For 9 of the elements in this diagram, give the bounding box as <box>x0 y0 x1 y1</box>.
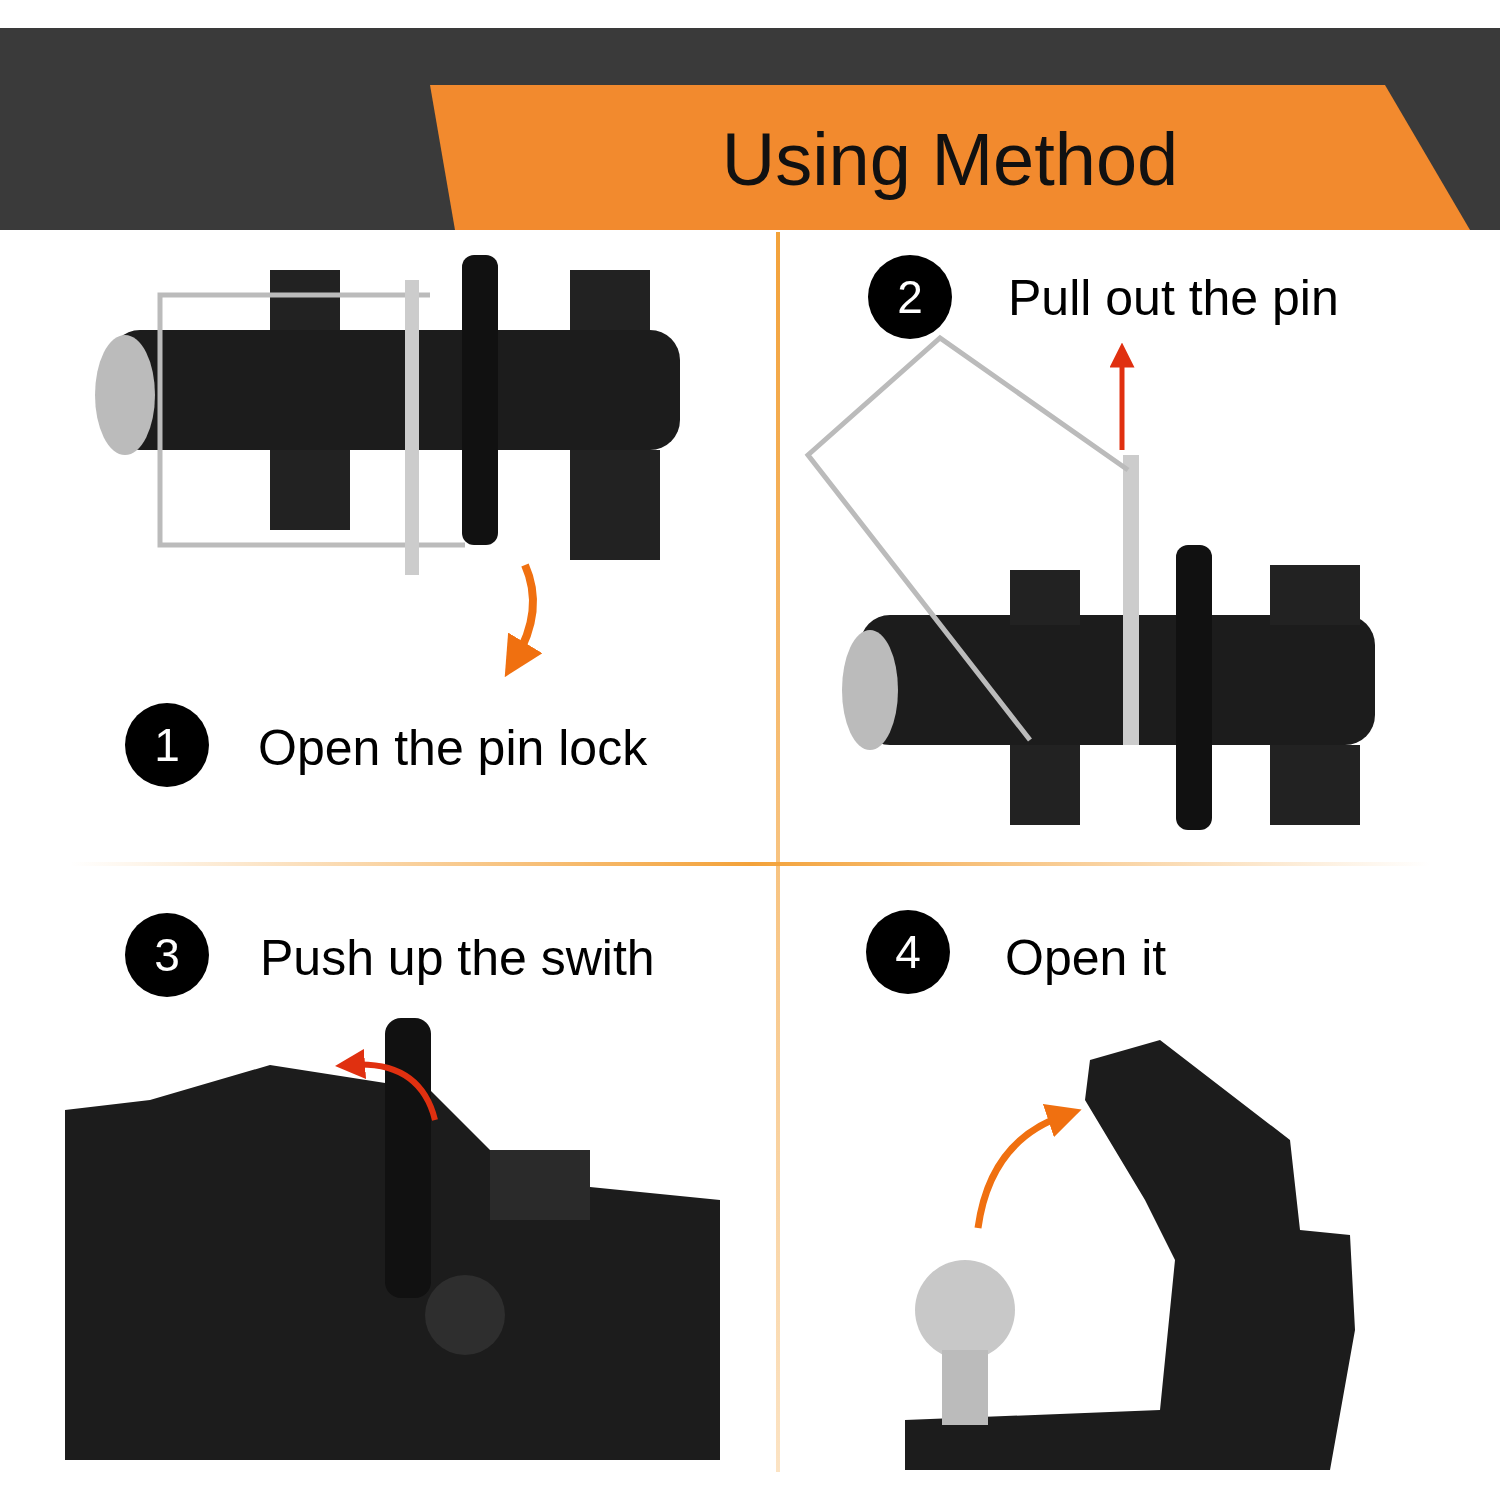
step-instruction: Open the pin lock <box>258 719 648 778</box>
step-number: 3 <box>125 913 209 997</box>
step-instruction: Open it <box>1005 929 1167 988</box>
step-instruction: Push up the swith <box>260 929 655 988</box>
step-number: 1 <box>125 703 209 787</box>
step-instruction: Pull out the pin <box>1008 269 1339 328</box>
step-number: 4 <box>866 910 950 994</box>
title: Using Method <box>720 117 1180 203</box>
step-number: 2 <box>868 255 952 339</box>
